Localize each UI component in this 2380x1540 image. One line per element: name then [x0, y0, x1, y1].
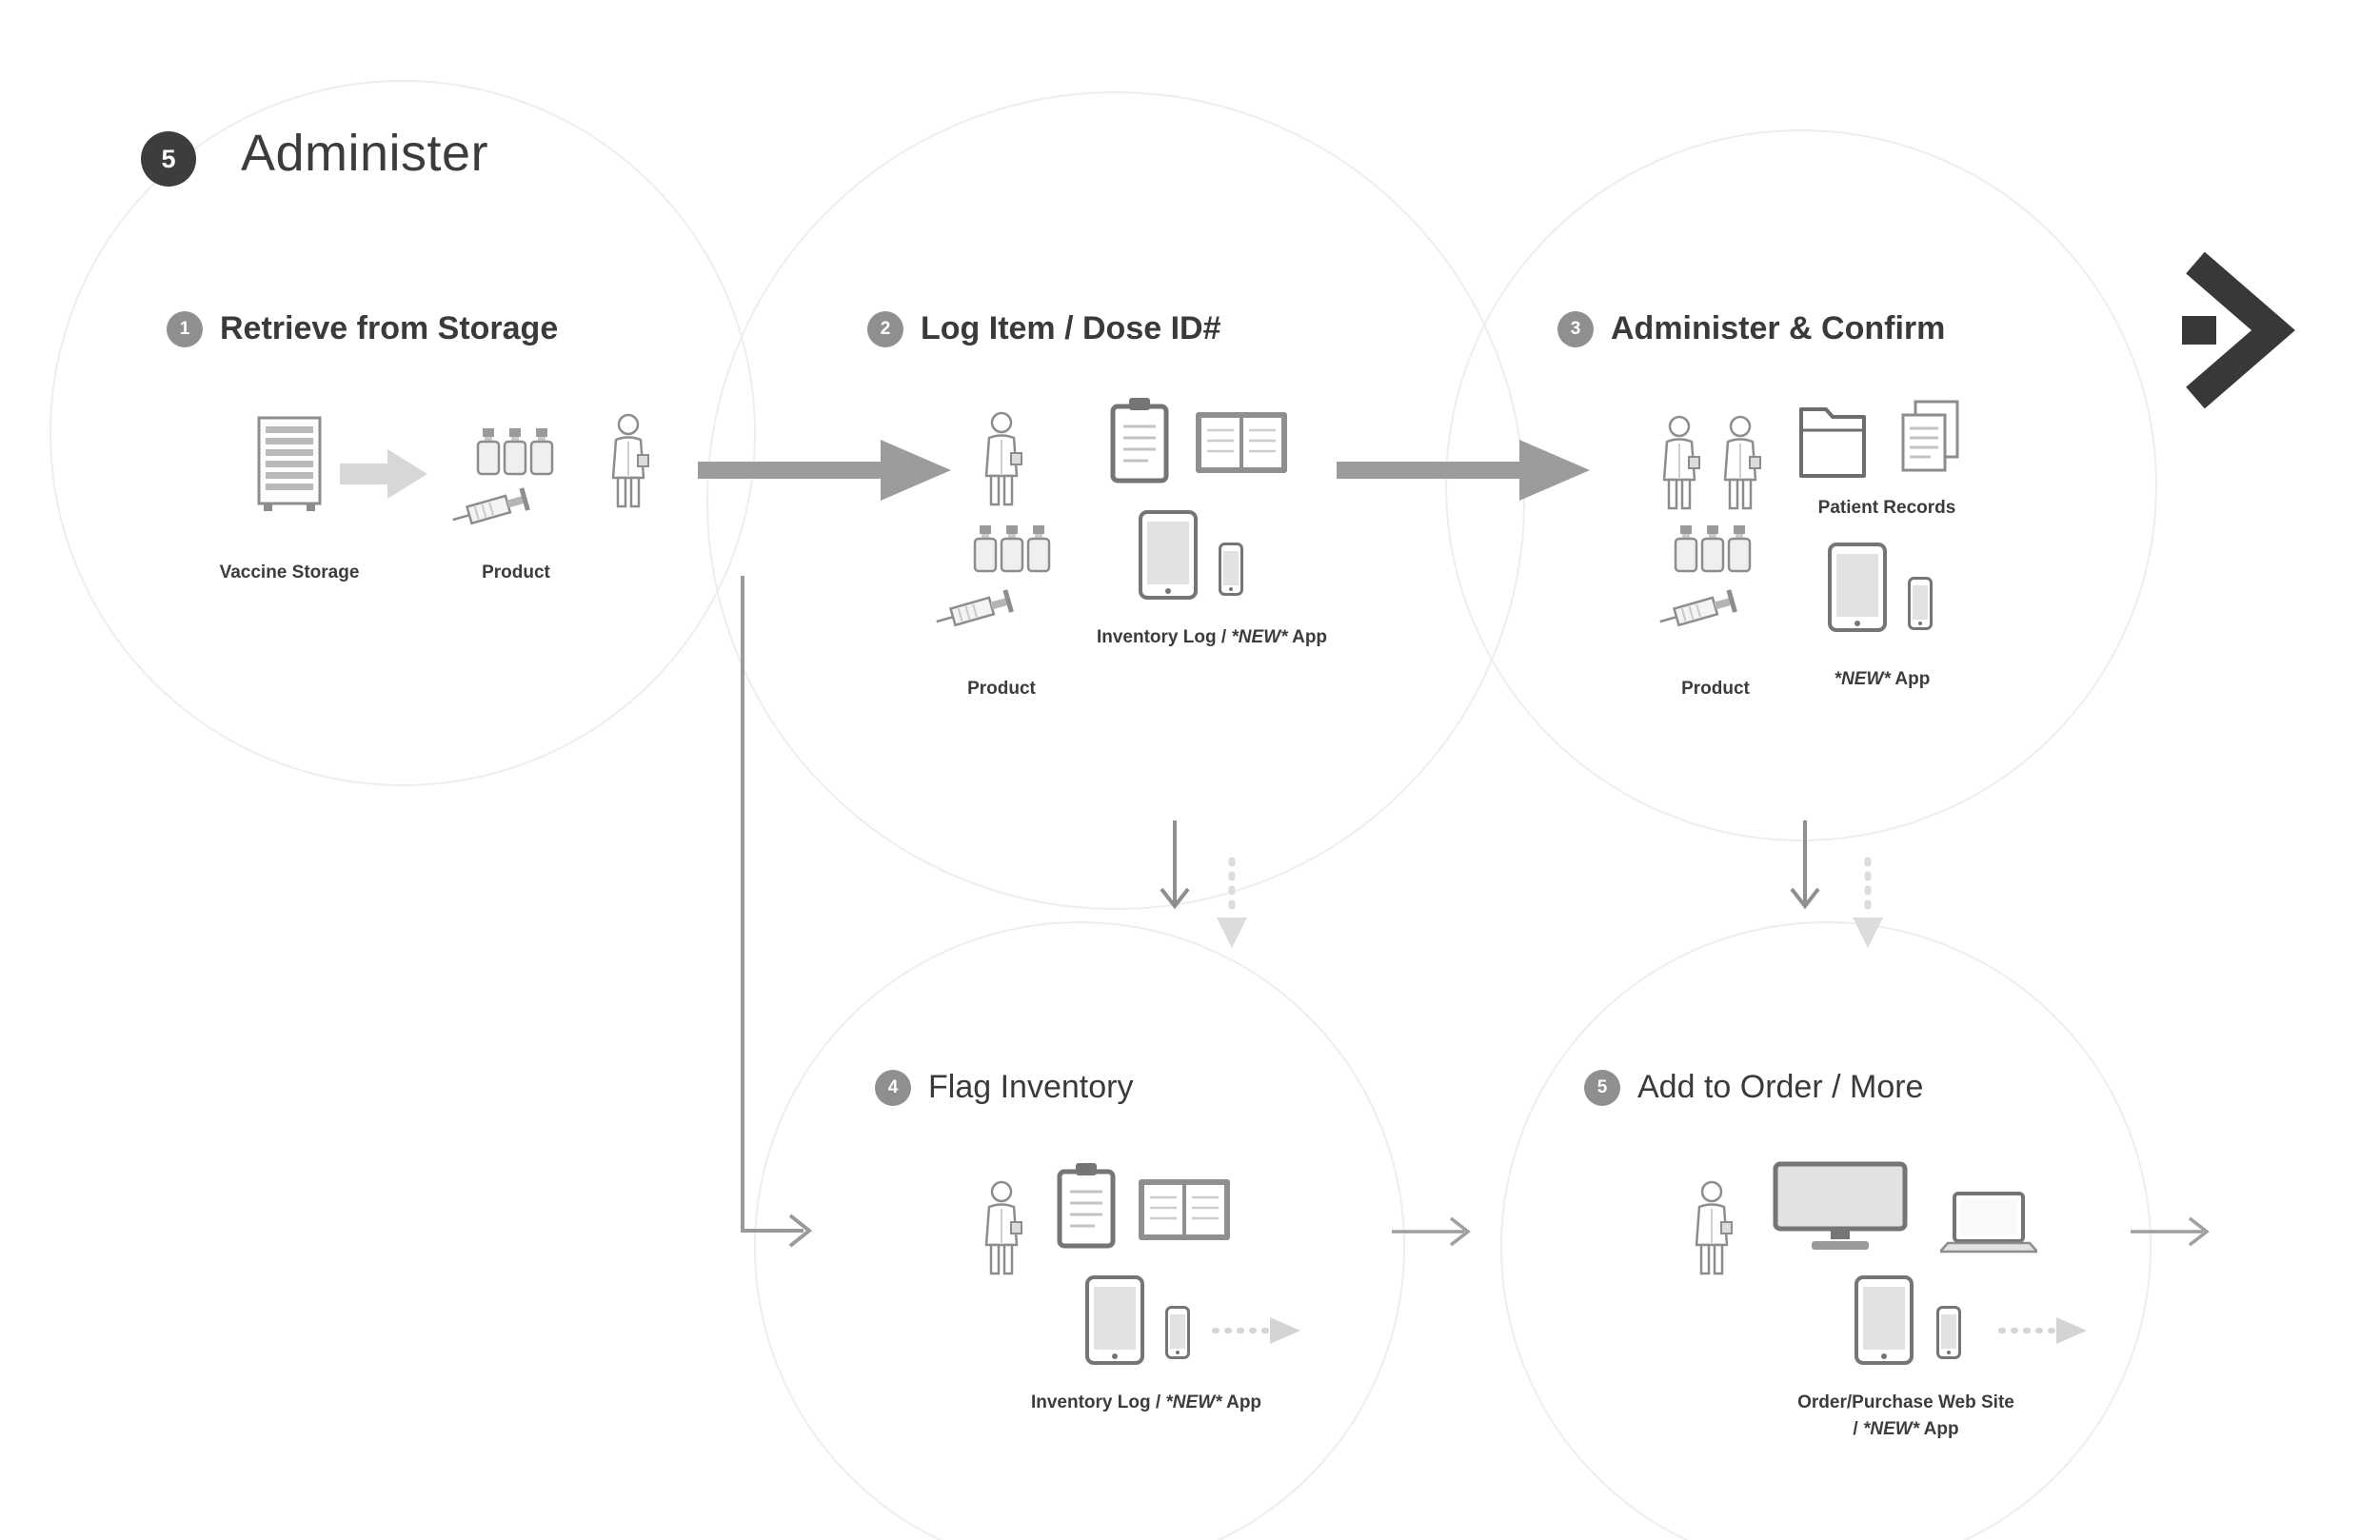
vials-icon [476, 428, 554, 476]
patient-records-folder-icon [1797, 398, 1868, 482]
step1-number: 1 [179, 318, 190, 339]
page-title: Administer [241, 125, 489, 182]
step2-number: 2 [880, 318, 891, 339]
tablet-icon [1085, 1275, 1144, 1365]
step2-header: 2 Log Item / Dose ID# [867, 310, 1221, 347]
next-phase-chevron-icon [2182, 251, 2295, 409]
step4-title: Flag Inventory [928, 1069, 1134, 1105]
step3-header: 3 Administer & Confirm [1557, 310, 1945, 347]
clinician-icon [1658, 415, 1700, 514]
flow-arrow-step2-step3 [1337, 430, 1590, 510]
step3-badge: 3 [1557, 310, 1594, 347]
step4-number: 4 [887, 1076, 899, 1097]
down-arrow-step3-step5 [1784, 820, 1826, 919]
clinician-icon [981, 1180, 1022, 1279]
product-label-step3: Product [1681, 679, 1750, 699]
logbook-icon [1196, 409, 1287, 476]
sync-dashed-arrow-step5 [1997, 1312, 2092, 1350]
phone-icon [1165, 1306, 1190, 1359]
phone-icon [1219, 543, 1243, 596]
inventory-log-app-label-step2: Inventory Log / *NEW* App [1096, 627, 1328, 647]
syringe-icon [1658, 582, 1742, 638]
phone-icon [1908, 577, 1933, 630]
step3-number: 3 [1570, 318, 1581, 339]
patient-icon [1719, 415, 1761, 514]
vials-icon [1674, 525, 1752, 573]
clinician-icon [981, 411, 1022, 510]
step1-title: Retrieve from Storage [220, 310, 559, 346]
step5-header: 5 Add to Order / More [1584, 1069, 1923, 1106]
step5-badge: 5 [1584, 1069, 1620, 1106]
product-label-step1: Product [482, 563, 550, 582]
clinician-icon [1691, 1180, 1733, 1279]
syringe-icon [451, 481, 535, 536]
step3-circle [1445, 129, 2157, 841]
tablet-icon [1854, 1275, 1914, 1365]
exit-arrow-step4 [1392, 1211, 1478, 1253]
patient-records-label: Patient Records [1817, 498, 1956, 518]
laptop-icon [1940, 1192, 2037, 1254]
clipboard-icon [1057, 1163, 1116, 1249]
vials-icon [973, 525, 1051, 573]
order-site-line1: Order/Purchase Web Site [1797, 1392, 2014, 1412]
down-arrow-step2-step4 [1154, 820, 1196, 919]
step4-badge: 4 [875, 1069, 911, 1106]
clinician-icon [607, 413, 649, 512]
product-label-step2: Product [967, 679, 1036, 699]
phase-number: 5 [161, 144, 176, 173]
step5-title: Add to Order / More [1637, 1069, 1924, 1105]
flow-arrow-step1-step2 [698, 430, 951, 510]
sync-dashed-arrow-step4 [1211, 1312, 1306, 1350]
connector-step1-step4 [741, 576, 813, 1248]
new-app-label-step3: *NEW* App [1834, 669, 1931, 689]
step2-title: Log Item / Dose ID# [921, 310, 1221, 346]
step5-number: 5 [1597, 1076, 1608, 1097]
order-site-label: Order/Purchase Web Site / *NEW* App [1763, 1390, 2049, 1442]
down-dashed-arrow-step2-step4 [1211, 857, 1253, 956]
syringe-icon [935, 582, 1019, 638]
step4-header: 4 Flag Inventory [875, 1069, 1133, 1106]
tablet-icon [1828, 543, 1887, 632]
retrieve-block-arrow-icon [340, 449, 427, 499]
logbook-icon [1139, 1176, 1230, 1243]
phase-number-badge: 5 [141, 131, 196, 187]
vaccine-storage-cabinet-icon [254, 415, 325, 512]
clipboard-icon [1110, 398, 1169, 484]
documents-icon [1900, 400, 1961, 474]
step1-header: 1 Retrieve from Storage [167, 310, 558, 347]
order-site-line2: / *NEW* App [1853, 1418, 1959, 1439]
step1-circle [50, 80, 756, 786]
step3-title: Administer & Confirm [1611, 310, 1946, 346]
exit-arrow-step5 [2131, 1211, 2216, 1253]
step2-badge: 2 [867, 310, 903, 347]
tablet-icon [1139, 510, 1198, 600]
step1-badge: 1 [167, 310, 203, 347]
vaccine-storage-label: Vaccine Storage [219, 563, 360, 582]
desktop-monitor-icon [1773, 1161, 1908, 1253]
phone-icon [1936, 1306, 1961, 1359]
inventory-log-app-label-step4: Inventory Log / *NEW* App [1030, 1392, 1262, 1412]
down-dashed-arrow-step3-step5 [1847, 857, 1889, 956]
